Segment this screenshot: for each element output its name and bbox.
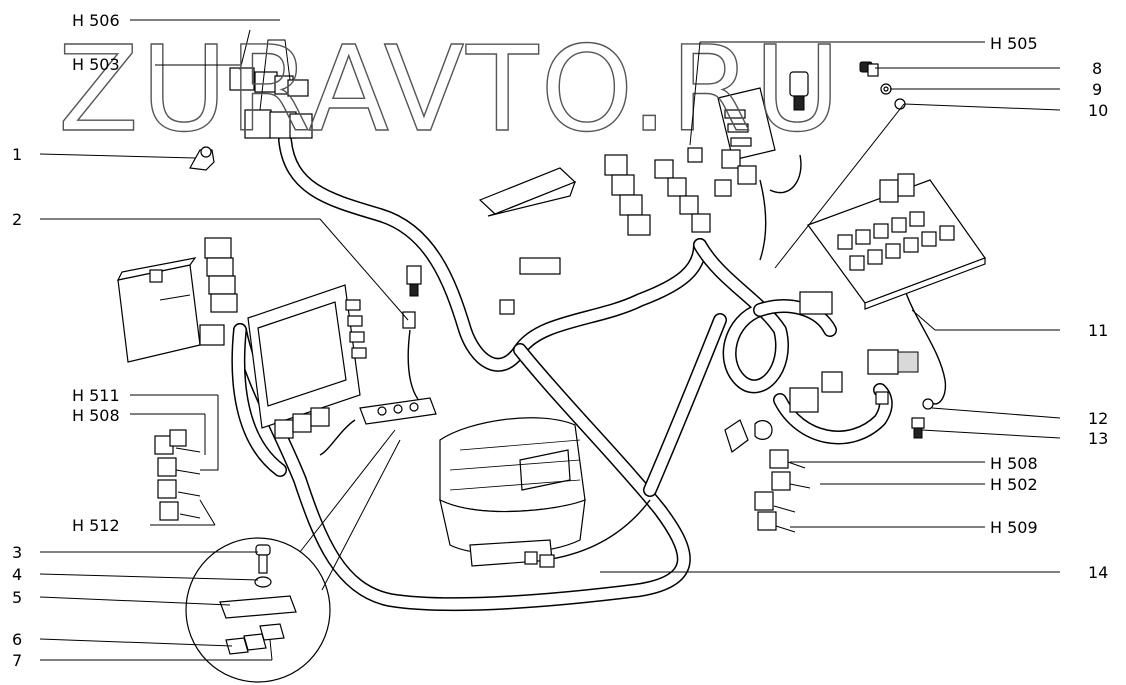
part-1-clip (189, 146, 215, 171)
label-h508-left: H 508 (72, 406, 120, 425)
label-h505: H 505 (990, 34, 1038, 53)
label-14: 14 (1088, 563, 1108, 582)
label-12: 12 (1088, 409, 1108, 428)
label-9: 9 (1092, 80, 1102, 99)
label-h512: H 512 (72, 516, 120, 535)
label-h502: H 502 (990, 475, 1038, 494)
label-5: 5 (12, 588, 22, 607)
label-13: 13 (1088, 429, 1108, 448)
label-11: 11 (1088, 321, 1108, 340)
part-2-sensor (402, 265, 422, 329)
relay-stack-left (199, 237, 238, 346)
central-ecu-box (247, 284, 437, 439)
connector-group-left (154, 429, 201, 521)
watermark-text: ZURAVTO.RU (58, 20, 842, 158)
left-control-box (116, 257, 201, 363)
relay-board (807, 173, 986, 310)
driver-seat (439, 417, 586, 568)
hardware-8-9-10 (859, 61, 906, 110)
callout-labels: H 506 H 503 H 505 H 511 H 508 H 512 H 50… (12, 11, 1108, 670)
label-h503: H 503 (72, 55, 120, 74)
dash-connector-strip (478, 167, 577, 315)
label-h506: H 506 (72, 11, 120, 30)
label-4: 4 (12, 565, 22, 584)
fuse-block-middle (604, 149, 757, 236)
relay-board-relays (837, 211, 955, 271)
label-7: 7 (12, 651, 22, 670)
label-2: 2 (12, 210, 22, 229)
label-8: 8 (1092, 59, 1102, 78)
label-3: 3 (12, 543, 22, 562)
label-h511: H 511 (72, 386, 120, 405)
main-harness (231, 133, 893, 612)
leader-lines (39, 19, 1061, 661)
label-1: 1 (12, 145, 22, 164)
top-connector-cluster (229, 29, 313, 139)
label-10: 10 (1088, 101, 1108, 120)
label-h508-right: H 508 (990, 454, 1038, 473)
connector-group-right (754, 449, 811, 533)
label-6: 6 (12, 630, 22, 649)
label-h509: H 509 (990, 518, 1038, 537)
right-connectors (724, 291, 919, 453)
switch-panel-top (687, 71, 809, 163)
hardware-12-13 (911, 398, 934, 439)
